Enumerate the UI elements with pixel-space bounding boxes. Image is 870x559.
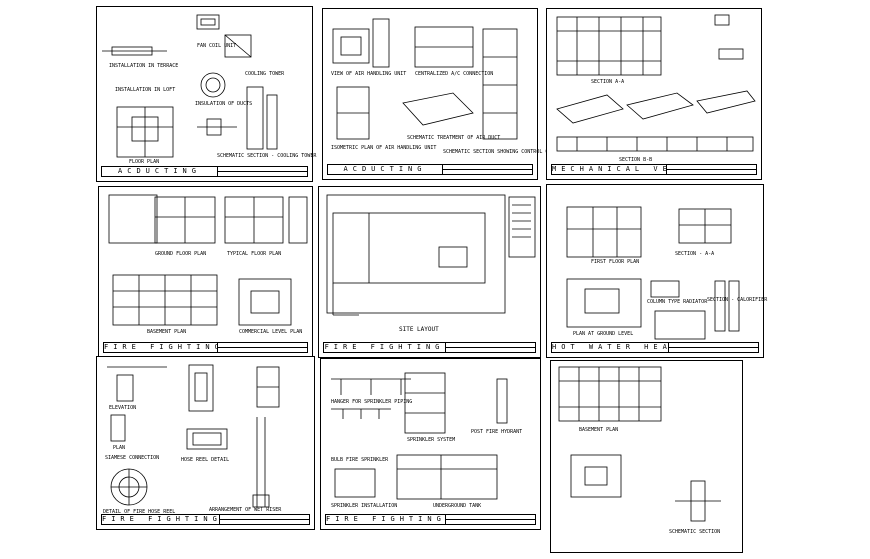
label-detail-fire-hose-reel: DETAIL OF FIRE HOSE REEL bbox=[103, 509, 176, 515]
label-plan-ground-level: PLAN AT GROUND LEVEL bbox=[573, 331, 634, 337]
drawing-sheet-hot-water-heating[interactable]: FIRST FLOOR PLAN SECTION - A-A PLAN AT G… bbox=[546, 184, 768, 358]
label-installation-terrace: INSTALLATION IN TERRACE bbox=[109, 63, 179, 69]
banner-title: FIRE FIGHTING bbox=[102, 515, 219, 523]
sheet-banner: FIRE FIGHTING bbox=[103, 342, 308, 353]
label-siamese-connection: SIAMESE CONNECTION bbox=[105, 455, 160, 461]
label-section-bb: SECTION B-B bbox=[619, 157, 653, 163]
label-fan-coil-unit: FAN COIL UNIT bbox=[197, 43, 237, 49]
banner-title: ACDUCTING bbox=[343, 165, 427, 173]
label-section-aa-hw: SECTION - A-A bbox=[675, 251, 715, 257]
sheet7-linework bbox=[107, 364, 280, 508]
title-block bbox=[445, 515, 535, 524]
label-sprinkler-installation: SPRINKLER INSTALLATION bbox=[331, 503, 398, 509]
label-elevation: ELEVATION bbox=[109, 405, 137, 411]
title-block bbox=[217, 343, 307, 352]
sheet-banner: ACDUCTING bbox=[327, 164, 533, 175]
drawing-sheet-fire-fighting-plans[interactable]: GROUND FLOOR PLAN TYPICAL FLOOR PLAN BAS… bbox=[98, 186, 313, 358]
label-centralized-ac: CENTRALIZED A/C CONNECTION bbox=[415, 71, 494, 77]
title-block bbox=[217, 167, 307, 176]
drawing-sheet-basement[interactable]: BASEMENT PLAN SCHEMATIC SECTION bbox=[550, 360, 743, 553]
sheet-banner: HOT WATER HEATING bbox=[551, 342, 759, 353]
sheet8-linework bbox=[331, 372, 508, 500]
label-hanger-sprinkler: HANGER FOR SPRINKLER PIPING bbox=[331, 399, 413, 405]
title-block bbox=[668, 343, 758, 352]
banner-title: FIRE FIGHTING bbox=[324, 343, 445, 351]
drawing-sheet-mechanical-ventilation[interactable]: SECTION A-A SECTION B-B MECHANICAL VENTI… bbox=[546, 8, 762, 180]
drawing-sheet-site-layout[interactable]: SITE LAYOUT FIRE FIGHTING bbox=[318, 186, 541, 358]
sheet1-linework bbox=[102, 14, 278, 158]
label-isometric-ahu: ISOMETRIC PLAN OF AIR HANDLING UNIT bbox=[331, 145, 437, 151]
sheet2-linework bbox=[332, 18, 518, 140]
label-first-floor-plan: FIRST FLOOR PLAN bbox=[591, 259, 640, 265]
label-section-calorifier: SECTION - CALORIFIER bbox=[707, 297, 768, 303]
banner-title: FIRE FIGHTING bbox=[104, 343, 217, 351]
drawing-sheet-fire-fighting-details[interactable]: ELEVATION PLAN SIAMESE CONNECTION HOSE R… bbox=[96, 356, 315, 530]
label-view-ahu: VIEW OF AIR HANDLING UNIT bbox=[331, 71, 407, 77]
label-arrangement-wet-riser: ARRANGEMENT OF WET RISER bbox=[209, 507, 282, 513]
label-basement-plan-9: BASEMENT PLAN bbox=[579, 427, 619, 433]
banner-title: HOT WATER HEATING bbox=[552, 343, 668, 351]
banner-title: ACDUCTING bbox=[118, 167, 201, 175]
title-block bbox=[442, 165, 532, 174]
label-treatment-duct: SCHEMATIC TREATMENT OF AIR DUCT bbox=[407, 135, 501, 141]
label-plan: PLAN bbox=[113, 445, 126, 451]
sheet-banner: FIRE FIGHTING bbox=[101, 514, 310, 525]
sheet-banner: FIRE FIGHTING bbox=[325, 514, 536, 525]
label-schematic-section-9: SCHEMATIC SECTION bbox=[669, 529, 721, 535]
label-post-fire-hydrant: POST FIRE HYDRANT bbox=[471, 429, 523, 435]
drawing-sheet-sprinkler-system[interactable]: HANGER FOR SPRINKLER PIPING SPRINKLER SY… bbox=[320, 358, 541, 530]
drawing-sheet-acducting-2[interactable]: VIEW OF AIR HANDLING UNIT CENTRALIZED A/… bbox=[322, 8, 615, 180]
sheet-banner: FIRE FIGHTING bbox=[323, 342, 536, 353]
label-section-aa: SECTION A-A bbox=[591, 79, 625, 85]
label-ground-floor-plan: GROUND FLOOR PLAN bbox=[155, 251, 207, 257]
label-underground-tank: UNDERGROUND TANK bbox=[433, 503, 482, 509]
sheet4-linework bbox=[108, 194, 308, 326]
label-installation-loft: INSTALLATION IN LOFT bbox=[115, 87, 176, 93]
label-column-radiator: COLUMN TYPE RADIATOR bbox=[647, 299, 708, 305]
sheet3-linework bbox=[556, 14, 756, 152]
label-hose-reel-detail: HOSE REEL DETAIL bbox=[181, 457, 230, 463]
sheet5-linework bbox=[326, 194, 536, 316]
sheet9-linework bbox=[558, 366, 721, 522]
label-chilled-water: SCHEMATIC SECTION SHOWING CONTROL OF CHI… bbox=[443, 149, 615, 155]
title-block bbox=[219, 515, 309, 524]
sheet-banner: MECHANICAL VENTILATION bbox=[551, 164, 757, 175]
label-floor-plan: FLOOR PLAN bbox=[129, 159, 160, 165]
label-commercial-level: COMMERCIAL LEVEL PLAN bbox=[239, 329, 303, 335]
label-insulation-ducts: INSULATION OF DUCTS bbox=[195, 101, 253, 107]
title-block bbox=[666, 165, 756, 174]
title-block bbox=[445, 343, 535, 352]
label-basement-plan: BASEMENT PLAN bbox=[147, 329, 187, 335]
label-bulb-sprinkler: BULB FIRE SPRINKLER bbox=[331, 457, 389, 463]
banner-title: MECHANICAL VENTILATION bbox=[552, 165, 666, 173]
drawing-sheet-acducting-1[interactable]: INSTALLATION IN TERRACE FAN COIL UNIT IN… bbox=[96, 6, 317, 182]
label-site-layout: SITE LAYOUT bbox=[399, 326, 439, 333]
sheet-banner: ACDUCTING bbox=[101, 166, 308, 177]
label-sprinkler-system: SPRINKLER SYSTEM bbox=[407, 437, 456, 443]
label-cooling-tower: COOLING TOWER bbox=[245, 71, 285, 77]
label-schematic-cooling: SCHEMATIC SECTION - COOLING TOWER bbox=[217, 153, 317, 159]
sheet6-linework bbox=[566, 206, 740, 340]
banner-title: FIRE FIGHTING bbox=[326, 515, 445, 523]
label-typical-floor-plan: TYPICAL FLOOR PLAN bbox=[227, 251, 282, 257]
